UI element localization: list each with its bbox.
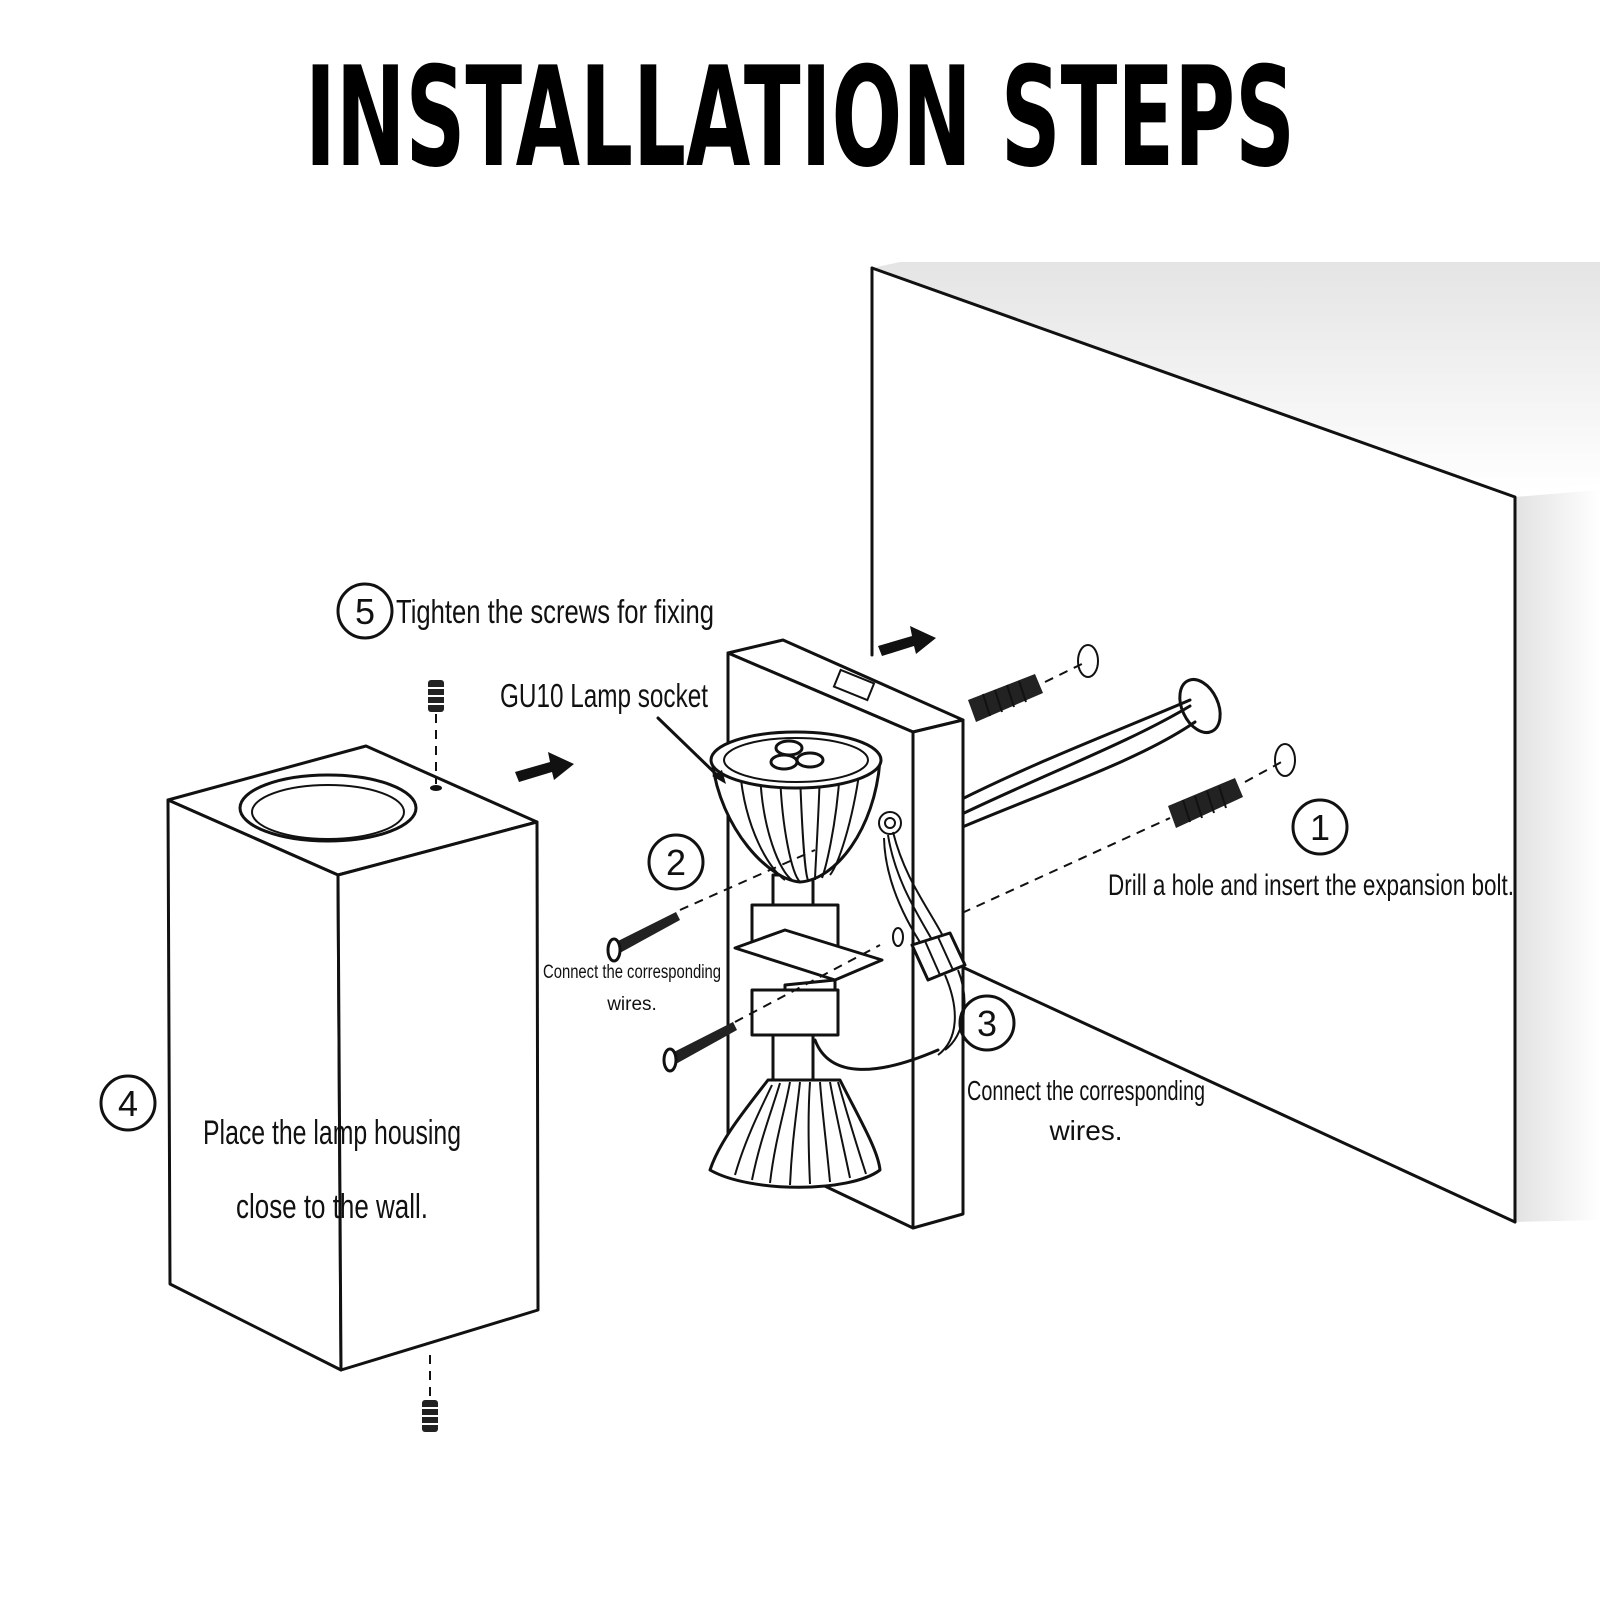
step-3-text: wires. (1048, 1115, 1122, 1146)
step-2-text: wires. (606, 994, 657, 1015)
step-5-text: Tighten the screws for fixing (396, 593, 714, 630)
step-4-text: Place the lamp housing (203, 1114, 461, 1152)
power-cable (958, 678, 1222, 830)
step-4: 4 Place the lamp housing close to the wa… (99, 1074, 461, 1226)
expansion-bolt (968, 644, 1099, 722)
screw-icon (662, 944, 881, 1073)
set-screw-icon (422, 1355, 438, 1432)
step-5: 5 Tighten the screws for fixing (336, 582, 714, 640)
step-number: 5 (355, 591, 375, 632)
step-1-text: Drill a hole and insert the expansion bo… (1108, 869, 1514, 902)
lamp-housing (166, 744, 540, 1372)
set-screw-icon (428, 680, 444, 784)
arrow-icon (878, 626, 936, 656)
step-2: 2 Connect the corresponding wires. (543, 833, 721, 1015)
arrow-icon (515, 752, 574, 782)
step-1: 1 Drill a hole and insert the expansion … (1108, 798, 1514, 902)
step-4-text: close to the wall. (236, 1188, 428, 1226)
step-number: 2 (666, 842, 686, 883)
socket-label: GU10 Lamp socket (500, 677, 708, 714)
step-number: 1 (1310, 807, 1330, 848)
step-number: 4 (118, 1083, 138, 1124)
step-2-text: Connect the corresponding (543, 962, 721, 983)
wall (870, 262, 1600, 1224)
lamp-socket (708, 730, 884, 1189)
step-3-text: Connect the corresponding (967, 1075, 1205, 1106)
terminal-block (813, 831, 967, 1071)
page-title: INSTALLATION STEPS (305, 37, 1295, 198)
expansion-bolt (1168, 743, 1296, 828)
step-number: 3 (977, 1003, 997, 1044)
screw-icon (606, 849, 816, 963)
step-3: 3 Connect the corresponding wires. (958, 994, 1205, 1146)
